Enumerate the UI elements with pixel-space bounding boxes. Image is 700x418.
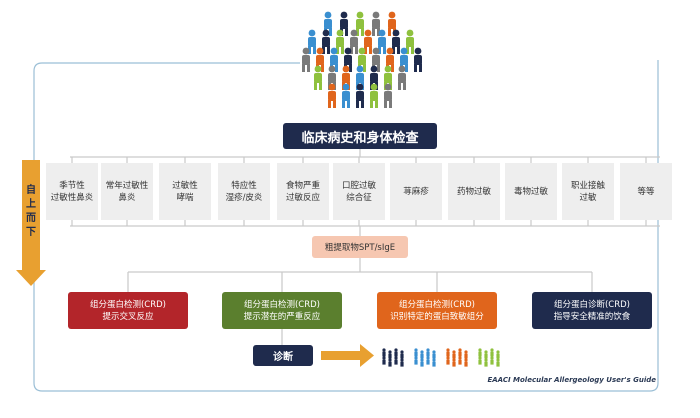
source-footer: EAACI Molecular Allergeology User's Guid… [487, 376, 656, 384]
crd-specific-component: 组分蛋白检测(CRD) 识别特定的蛋白致敏组分 [377, 292, 497, 329]
person-figure [370, 84, 378, 108]
crd-cross-reaction: 组分蛋白检测(CRD) 提示交叉反应 [68, 292, 188, 329]
mini-person-group [414, 348, 435, 366]
person-figure [384, 84, 392, 108]
result-arrow [321, 344, 374, 367]
result-groups [382, 348, 499, 366]
category-food-allergy: 食物严重 过敏反应 [277, 163, 329, 220]
crd-severe-reaction: 组分蛋白检测(CRD) 提示潜在的严重反应 [222, 292, 342, 329]
person-figure [356, 84, 364, 108]
diagnosis-box: 诊断 [253, 345, 313, 366]
person-figure [342, 84, 350, 108]
category-etc: 等等 [620, 163, 672, 220]
category-oral-allergy: 口腔过敏 综合征 [333, 163, 385, 220]
person-figure [398, 66, 406, 90]
top-down-label: 自 上 而 下 [24, 184, 38, 240]
page-title: 临床病史和身体检查 [283, 123, 437, 149]
category-occupational: 职业接触 过敏 [562, 163, 614, 220]
crowd-illustration [302, 12, 422, 108]
mini-person-group [382, 348, 403, 366]
category-urticaria: 荨麻疹 [390, 163, 442, 220]
category-perennial-rhinitis: 常年过敏性 鼻炎 [101, 163, 153, 220]
crd-diet-guidance: 组分蛋白诊断(CRD) 指导安全精准的饮食 [532, 292, 652, 329]
mini-person-group [478, 348, 499, 366]
category-seasonal-rhinitis: 季节性 过敏性鼻炎 [46, 163, 98, 220]
person-figure [414, 48, 422, 72]
category-eczema: 特应性 湿疹/皮炎 [218, 163, 270, 220]
person-figure [302, 48, 310, 72]
category-asthma: 过敏性 哮喘 [159, 163, 211, 220]
category-venom-allergy: 毒物过敏 [505, 163, 557, 220]
person-figure [328, 84, 336, 108]
category-drug-allergy: 药物过敏 [448, 163, 500, 220]
person-figure [314, 66, 322, 90]
prelim-test-box: 粗提取物SPT/sIgE [312, 236, 408, 258]
mini-person-group [446, 348, 467, 366]
